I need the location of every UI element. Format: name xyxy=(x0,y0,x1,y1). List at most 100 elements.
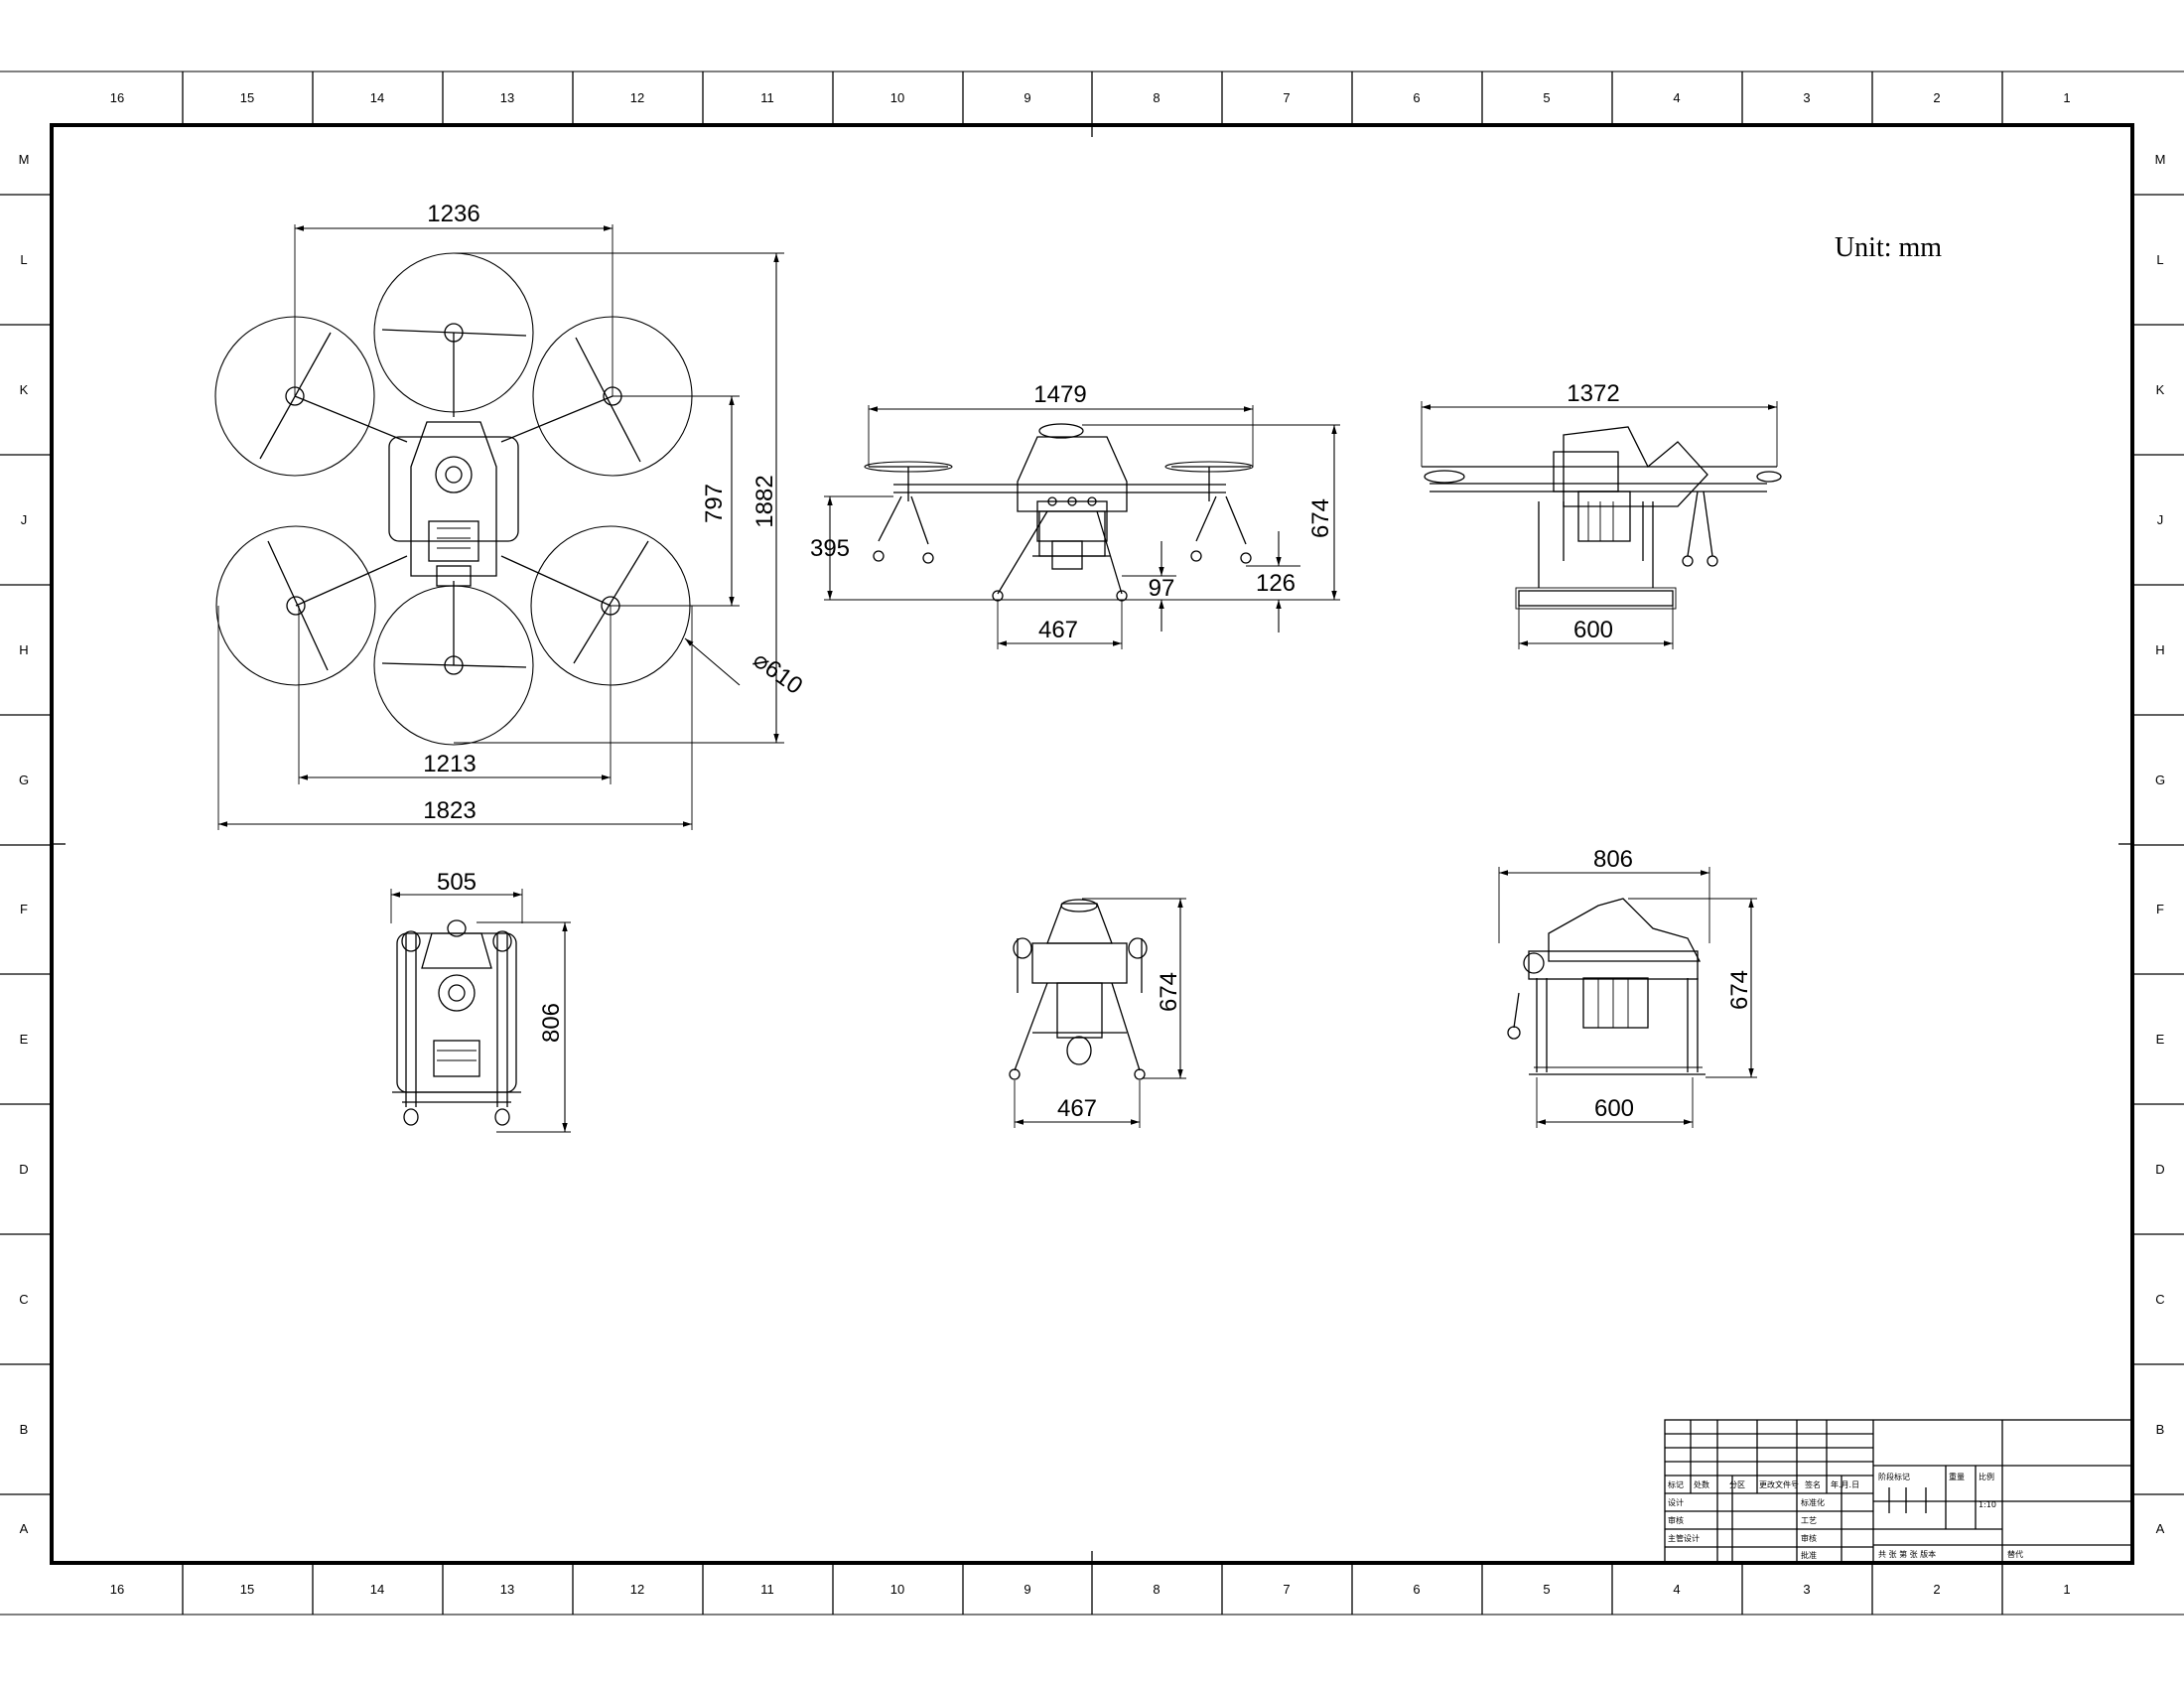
title-block-text: 处数 xyxy=(1694,1479,1709,1489)
zone-row-label: F xyxy=(2156,902,2164,916)
zone-row-label: K xyxy=(2156,382,2165,397)
zone-col-label: 3 xyxy=(1803,1582,1810,1597)
zone-col-label: 16 xyxy=(110,90,124,105)
view-side: 1372 600 xyxy=(1421,380,1782,649)
zone-row-label: A xyxy=(2156,1521,2165,1536)
dim-folded-front-height-label: 674 xyxy=(1156,972,1182,1012)
title-block-text: 重量 xyxy=(1949,1472,1965,1481)
dim-side-skid-label: 600 xyxy=(1573,617,1613,643)
zone-row-label: D xyxy=(2155,1162,2164,1177)
zone-row-label: M xyxy=(19,152,30,167)
dim-prop-diameter-label: ⌀610 xyxy=(748,646,807,700)
zone-column-labels-bottom: 16 15 14 13 12 11 10 9 8 7 6 5 4 3 2 1 xyxy=(110,1582,2071,1597)
zone-row-label: G xyxy=(19,773,29,787)
title-block-text: 年.月.日 xyxy=(1831,1479,1859,1489)
zone-col-label: 15 xyxy=(240,1582,254,1597)
zone-col-label: 10 xyxy=(890,90,904,105)
zone-col-label: 12 xyxy=(630,1582,644,1597)
title-block-text: 更改文件号 xyxy=(1759,1479,1799,1489)
dim-folded-width-label: 505 xyxy=(437,869,477,896)
zone-col-label: 8 xyxy=(1153,90,1160,105)
title-block-text: 标记 xyxy=(1668,1479,1684,1489)
title-block-text: 批准 xyxy=(1801,1550,1817,1560)
dim-overall-length-label: 1882 xyxy=(751,475,778,527)
view-folded-front: 674 467 xyxy=(1009,898,1186,1128)
zone-row-labels-left: M L K J H G F E D C B A xyxy=(19,152,30,1536)
zone-column-labels-top: 16 15 14 13 12 11 10 9 8 7 6 5 4 3 2 1 xyxy=(110,90,2071,105)
zone-col-label: 7 xyxy=(1283,90,1290,105)
zone-col-label: 5 xyxy=(1543,90,1550,105)
title-block-text: 标准化 xyxy=(1801,1497,1825,1507)
zone-col-label: 6 xyxy=(1413,90,1420,105)
dim-tank-clearance-label: 126 xyxy=(1256,570,1296,597)
dim-folded-side-width-label: 806 xyxy=(1593,846,1633,873)
zone-row-label: L xyxy=(2156,252,2163,267)
zone-col-label: 6 xyxy=(1413,1582,1420,1597)
title-block-text: 审核 xyxy=(1668,1515,1684,1525)
unit-note: Unit: mm xyxy=(1835,232,1942,263)
view-folded-side: 806 674 600 xyxy=(1498,846,1757,1128)
zone-row-label: J xyxy=(21,512,28,527)
zone-col-label: 16 xyxy=(110,1582,124,1597)
zone-col-label: 11 xyxy=(760,90,774,105)
view-front: 1479 395 674 97 126 467 xyxy=(810,381,1340,649)
zone-col-label: 10 xyxy=(890,1582,904,1597)
zone-ticks xyxy=(0,71,2184,1615)
dim-hub-span-label: 1236 xyxy=(427,201,479,227)
dim-front-height-label: 674 xyxy=(1307,498,1334,538)
title-block-text: 分区 xyxy=(1729,1480,1745,1489)
title-block-text: 签名 xyxy=(1805,1479,1821,1489)
dim-nozzle-offset-label: 97 xyxy=(1149,575,1175,602)
zone-col-label: 4 xyxy=(1673,90,1680,105)
title-block-text: 审核 xyxy=(1801,1533,1817,1543)
zone-row-label: A xyxy=(20,1521,29,1536)
zone-row-label: C xyxy=(19,1292,28,1307)
dim-overall-width-label: 1823 xyxy=(423,797,476,824)
view-folded-top: 505 806 xyxy=(390,869,571,1133)
zone-col-label: 9 xyxy=(1024,90,1030,105)
dim-leg-height-label: 395 xyxy=(810,535,850,562)
zone-row-label: D xyxy=(19,1162,28,1177)
dim-inner-width-label: 1213 xyxy=(423,751,476,777)
title-block-text: 工艺 xyxy=(1801,1516,1817,1525)
zone-col-label: 5 xyxy=(1543,1582,1550,1597)
view-top: 1236 1882 797 ⌀610 1213 1823 xyxy=(214,201,807,830)
zone-row-label: L xyxy=(20,252,27,267)
dim-side-width-label: 1372 xyxy=(1567,380,1619,407)
zone-row-label: G xyxy=(2155,773,2165,787)
zone-col-label: 12 xyxy=(630,90,644,105)
dim-folded-length-label: 806 xyxy=(538,1003,565,1043)
dim-front-width-label: 1479 xyxy=(1033,381,1086,408)
zone-col-label: 15 xyxy=(240,90,254,105)
dim-front-leg-span-label: 467 xyxy=(1038,617,1078,643)
dim-folded-front-span-label: 467 xyxy=(1057,1095,1097,1122)
dim-inner-length-label: 797 xyxy=(701,484,728,523)
zone-row-label: E xyxy=(20,1032,29,1047)
zone-row-label: M xyxy=(2155,152,2166,167)
zone-col-label: 4 xyxy=(1673,1582,1680,1597)
zone-row-labels-right: M L K J H G F E D C B A xyxy=(2155,152,2166,1536)
zone-col-label: 14 xyxy=(370,90,384,105)
dim-folded-side-skid-label: 600 xyxy=(1594,1095,1634,1122)
zone-row-label: B xyxy=(2156,1422,2165,1437)
zone-col-label: 13 xyxy=(500,1582,514,1597)
title-block-text: 比例 xyxy=(1979,1472,1994,1481)
zone-row-label: B xyxy=(20,1422,29,1437)
title-block-text: 设计 xyxy=(1668,1497,1684,1507)
zone-col-label: 2 xyxy=(1933,90,1940,105)
zone-col-label: 14 xyxy=(370,1582,384,1597)
zone-col-label: 7 xyxy=(1283,1582,1290,1597)
zone-col-label: 8 xyxy=(1153,1582,1160,1597)
title-block-text: 共 张 第 张 版本 xyxy=(1878,1549,1936,1559)
zone-row-label: C xyxy=(2155,1292,2164,1307)
title-block: 标记 处数 分区 更改文件号 签名 年.月.日 设计 审核 主管设计 标准化 工… xyxy=(1664,1419,2132,1564)
title-block-text: 1:10 xyxy=(1979,1500,1996,1509)
zone-col-label: 2 xyxy=(1933,1582,1940,1597)
title-block-text: 替代 xyxy=(2007,1549,2023,1559)
zone-col-label: 3 xyxy=(1803,90,1810,105)
zone-row-label: K xyxy=(20,382,29,397)
title-block-text: 主管设计 xyxy=(1668,1533,1700,1543)
zone-row-label: H xyxy=(2155,642,2164,657)
zone-row-label: J xyxy=(2157,512,2164,527)
